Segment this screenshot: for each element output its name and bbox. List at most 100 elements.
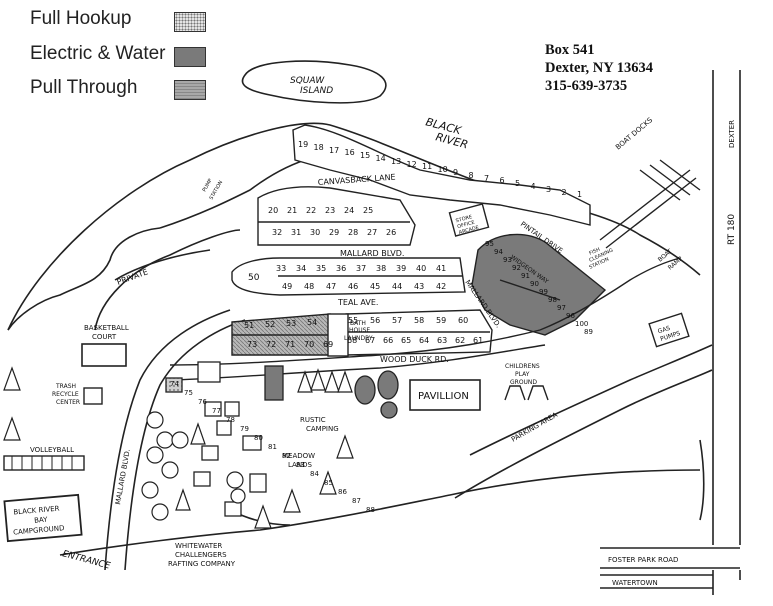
site-number: 26 <box>386 228 397 237</box>
legend-electric-water-swatch <box>174 47 206 67</box>
site-number: 79 <box>240 425 249 433</box>
road-mallard-west-2 <box>124 319 246 571</box>
site-number: 97 <box>557 304 566 312</box>
site-number: 4 <box>530 182 536 191</box>
site-number: 75 <box>184 389 193 397</box>
site-number: 10 <box>437 165 448 175</box>
site-number: 84 <box>310 470 319 478</box>
site-number: 73 <box>247 340 258 349</box>
site-number: 98 <box>548 296 557 304</box>
entrance-label: ENTRANCE <box>61 549 111 571</box>
legend-pull-through-swatch <box>174 80 206 100</box>
site-number: 39 <box>396 264 407 273</box>
site-number: 54 <box>307 318 318 327</box>
site-number: 89 <box>584 328 593 336</box>
foster-park-label: FOSTER PARK ROAD <box>608 556 678 564</box>
store-label-3: ARCADE <box>458 225 479 236</box>
site-number: 28 <box>348 228 359 237</box>
trees <box>3 366 354 529</box>
site-number: 58 <box>414 316 425 325</box>
site-number: 17 <box>329 145 340 155</box>
site-number: 36 <box>336 264 347 273</box>
black-label-2: RIVER <box>434 130 469 151</box>
rustic-label-2: CAMPING <box>306 425 339 433</box>
parking-label: PARKING AREA <box>510 411 559 444</box>
site-number: 21 <box>287 206 298 215</box>
site-number: 86 <box>338 488 347 496</box>
basketball-court-shape <box>81 343 127 367</box>
site-number: 19 <box>298 140 309 149</box>
play-label-3: GROUND <box>510 379 537 386</box>
road-private-2 <box>114 249 211 281</box>
site-number: 31 <box>291 228 302 237</box>
site-number: 53 <box>286 319 297 328</box>
site-number: 2 <box>561 187 567 197</box>
site-number: 69 <box>323 340 334 349</box>
site-number: 6 <box>499 176 505 186</box>
basketball-label-2: COURT <box>92 333 117 341</box>
site-number: 93 <box>503 256 512 264</box>
meadow-label-2: LANDS <box>288 461 312 469</box>
mallard-vertical-label: MALLARD BLVD. <box>114 448 132 505</box>
site-number: 13 <box>391 156 402 166</box>
squaw-island-shape <box>241 60 387 104</box>
site-number: 67 <box>365 336 376 345</box>
legend-full-hookup-swatch <box>174 12 206 32</box>
site-number: 59 <box>436 316 447 325</box>
canvasback-block <box>257 186 416 246</box>
dexter-label: DEXTER <box>728 120 736 148</box>
play-label-1: CHILDRENS <box>505 363 540 370</box>
legend-pull-through-label: Pull Through <box>30 77 138 98</box>
site-number: 56 <box>370 316 381 325</box>
site-number: 5 <box>515 179 521 189</box>
site-number: 9 <box>453 168 459 177</box>
site-number: 74 <box>170 380 179 388</box>
site-number: 40 <box>416 264 427 273</box>
site-number: 91 <box>521 272 530 280</box>
site-number: 38 <box>376 264 387 273</box>
site-number: 62 <box>455 336 466 345</box>
trash-label-2: RECYCLE <box>52 391 79 398</box>
boat-docks-label: BOAT DOCKS <box>614 116 655 152</box>
legend-electric-water-label: Electric & Water <box>30 43 166 64</box>
bath-label-3: LAUNDRY <box>344 335 373 342</box>
peninsula-upper <box>159 159 306 229</box>
play-label-2: PLAY <box>515 371 530 378</box>
site-number: 87 <box>352 497 361 505</box>
playground-swings <box>504 385 549 401</box>
site-number: 92 <box>512 264 521 272</box>
bath-label-1: BATH <box>350 320 366 327</box>
site-number: 30 <box>310 228 321 237</box>
site-number: 80 <box>254 434 263 442</box>
wood-duck-label: WOOD DUCK RD. <box>380 355 449 364</box>
site-number: 49 <box>282 282 293 291</box>
address-city: Dexter, NY 13634 <box>545 60 654 76</box>
pavilion-building <box>409 379 481 411</box>
rt180-road <box>712 70 741 595</box>
store-label-1: STORE <box>455 214 473 224</box>
road-private <box>94 229 241 331</box>
site-number: 71 <box>285 340 296 349</box>
site-number: 61 <box>473 336 484 345</box>
site-number: 82 <box>282 452 291 460</box>
volleyball-net-lines <box>11 456 73 470</box>
private-label: PRIVATE <box>116 267 150 287</box>
site-number: 90 <box>530 280 539 288</box>
boat-ramp-label-1: BOAT <box>657 248 674 264</box>
store-label-2: OFFICE <box>457 220 476 230</box>
site-number: 78 <box>226 416 235 424</box>
site-number: 24 <box>344 206 355 215</box>
teal-label: TEAL AVE. <box>337 298 378 307</box>
site-number: 27 <box>367 228 378 237</box>
pintail-label: PINTAIL DRIVE <box>519 220 564 255</box>
site-number: 20 <box>268 206 279 215</box>
trash-label-1: TRASH <box>55 383 76 390</box>
mallard-right-label: MALLARD BLVD. <box>463 279 502 330</box>
shoreline-outline <box>7 60 713 571</box>
site-number: 66 <box>383 336 394 345</box>
rt180-label: RT 180 <box>727 214 737 245</box>
squaw-label-1: SQUAW <box>290 76 325 86</box>
squaw-label-2: ISLAND <box>300 86 333 96</box>
site-number: 65 <box>401 336 412 345</box>
whitewater-label-1: WHITEWATER <box>175 542 222 550</box>
